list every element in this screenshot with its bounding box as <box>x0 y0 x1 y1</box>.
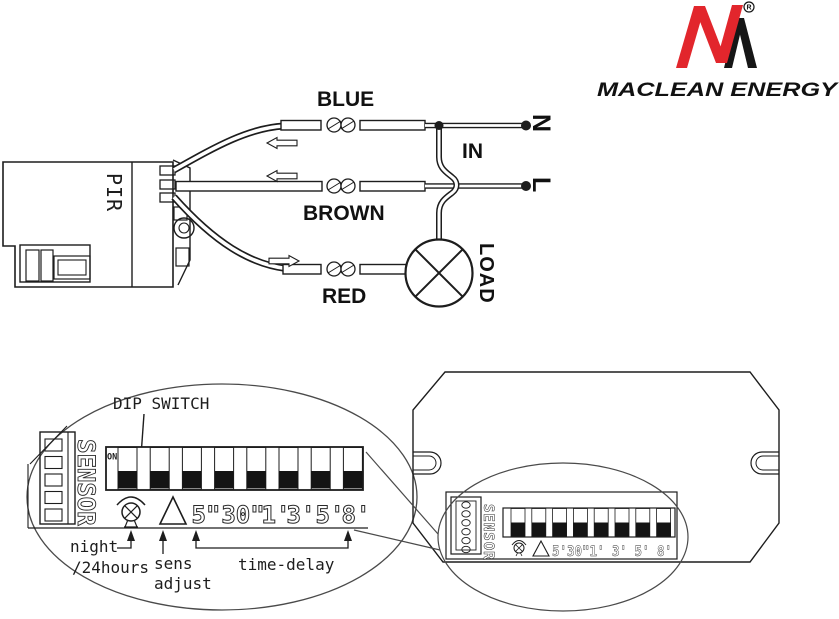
mini-sensor-label: SENSOR <box>480 504 496 561</box>
arrow-left-icon <box>265 136 298 150</box>
brown-wire-label: BROWN <box>303 202 385 225</box>
left-mounting-notch <box>413 451 442 475</box>
zoom-source-ellipse <box>437 462 689 612</box>
device-overview: SENSOR 5'30"1' 3' 5' 8' <box>353 371 780 612</box>
hours-label: /24hours <box>72 558 149 577</box>
load-lamp-icon <box>404 238 474 308</box>
logo-m-red <box>676 5 743 68</box>
load-label: LOAD <box>475 243 497 304</box>
sens-triangle-icon <box>158 495 188 525</box>
mini-connector-pins <box>461 501 471 554</box>
brand-logo: R MACLEAN ENERGY <box>597 1 839 101</box>
right-mounting-notch <box>750 451 779 475</box>
dip-switch-1 <box>117 447 138 490</box>
wiring-diagram: PIR <box>2 88 555 308</box>
line-terminal-dot <box>521 181 531 191</box>
wire-twist-icon <box>326 261 356 277</box>
time-delay-label: time-delay <box>238 555 335 574</box>
neutral-terminal-dot <box>521 120 531 131</box>
time-label-3m: 3' <box>287 501 316 529</box>
mini-sensor-panel: SENSOR 5'30"1' 3' 5' 8' <box>445 491 678 561</box>
brand-name-text: MACLEAN ENERGY <box>597 80 839 101</box>
dip-switch-4 <box>214 447 235 490</box>
red-wire <box>171 194 407 277</box>
mini-dip-switches <box>510 508 671 537</box>
device-housing <box>412 371 780 563</box>
dip-switch-6 <box>278 447 299 490</box>
sensor-label: SENSOR <box>72 439 100 526</box>
arrow-right-icon <box>268 254 301 268</box>
time-label-5m: 5' <box>316 501 345 529</box>
time-label-8m: 8' <box>342 501 371 529</box>
registered-mark-letter: R <box>746 5 751 12</box>
pir-device-label: PIR <box>102 173 126 212</box>
mini-time-labels: 5'30"1' 3' 5' 8' <box>552 544 672 560</box>
sens-arrow <box>159 530 167 554</box>
neutral-terminal-label: N <box>527 114 555 132</box>
mini-sens-triangle-icon <box>532 539 550 557</box>
time-delay-bracket <box>192 530 352 549</box>
red-wire-label: RED <box>322 285 366 308</box>
sensor-connector <box>39 431 76 525</box>
blue-wire-label: BLUE <box>317 88 374 111</box>
load-link-wire <box>436 127 460 241</box>
dip-switch-2 <box>149 447 170 490</box>
brown-wire <box>175 169 522 194</box>
time-label-5s: 5" <box>192 501 221 529</box>
callout-line-lower <box>353 529 441 551</box>
pir-bracket <box>172 159 195 286</box>
line-terminal-label: L <box>527 177 555 192</box>
sens-label: sens <box>154 554 193 573</box>
pir-sensor-body: PIR <box>2 159 195 288</box>
on-label: ON <box>107 453 117 463</box>
night-lamp-icon <box>116 496 146 528</box>
callout-line-upper <box>365 451 439 535</box>
wire-twist-icon <box>326 117 356 133</box>
junction-dot <box>434 121 444 130</box>
dip-switch-7 <box>310 447 331 490</box>
dip-switch-title: DIP SWITCH <box>113 394 209 413</box>
in-label: IN <box>462 140 483 163</box>
adjust-label: adjust <box>154 574 212 593</box>
time-label-1m: 1' <box>262 501 291 529</box>
dip-switch-8 <box>342 447 363 490</box>
night-label: night <box>70 537 118 556</box>
dip-switch-3 <box>181 447 202 490</box>
dip-switch-callout: DIP SWITCH SENSOR ON <box>26 383 418 611</box>
registered-trademark-icon: R <box>743 1 755 13</box>
night-arrow <box>117 530 135 549</box>
arrow-left-icon <box>265 169 298 183</box>
mini-night-lamp-icon <box>511 540 527 557</box>
wire-twist-icon <box>326 178 356 194</box>
dip-switch-5 <box>246 447 267 490</box>
dip-switch-block: ON <box>105 446 364 491</box>
time-label-30s: 30" <box>221 501 264 529</box>
